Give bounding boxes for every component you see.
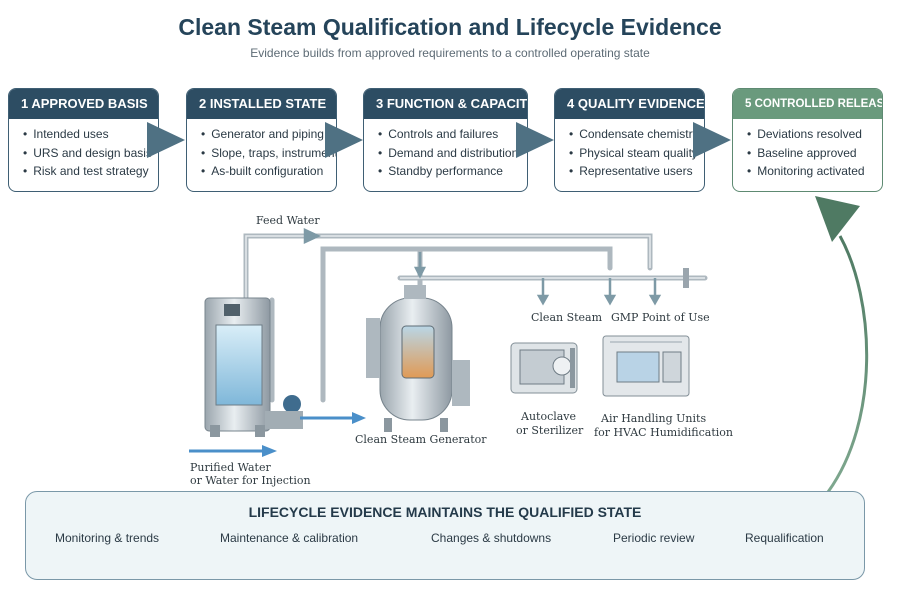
clean-steam-label: Clean Steam <box>531 311 603 324</box>
stage-arrow <box>147 122 185 158</box>
stage-item: URS and design basis <box>23 144 158 163</box>
stage-approved-basis: 1 APPROVED BASIS Intended uses URS and d… <box>8 88 159 192</box>
ahu-label: Air Handling Units <box>601 412 707 425</box>
stage-item: Generator and piping <box>201 125 336 144</box>
lifecycle-item: Changes & shutdowns <box>431 531 552 545</box>
autoclave-sub: or Sterilizer <box>516 424 584 437</box>
flow-arrow <box>262 445 277 457</box>
stage-title: 5 CONTROLLED RELEASE <box>733 89 882 119</box>
stage-installed-state: 2 INSTALLED STATE Generator and piping S… <box>186 88 337 192</box>
lifecycle-panel: LIFECYCLE EVIDENCE MAINTAINS THE QUALIFI… <box>25 491 865 580</box>
stage-item: As-built configuration <box>201 162 336 181</box>
purified-water-sub: or Water for Injection <box>190 474 311 487</box>
purified-water-label: Purified Water <box>190 461 271 474</box>
pump <box>283 395 301 413</box>
return-arrow <box>826 235 869 493</box>
stage-item: Controls and failures <box>378 125 527 144</box>
page-title: Clean Steam Qualification and Lifecycle … <box>178 14 722 40</box>
stage-arrow <box>693 122 731 158</box>
stage-item: Condensate chemistry <box>569 125 704 144</box>
feed-water-label: Feed Water <box>256 214 320 227</box>
flow-arrow <box>352 412 366 424</box>
autoclave <box>510 342 578 394</box>
stage-item: Monitoring activated <box>747 162 882 181</box>
stage-item: Physical steam quality <box>569 144 704 163</box>
gmp-point-label: GMP Point of Use <box>611 311 710 324</box>
lifecycle-title: LIFECYCLE EVIDENCE MAINTAINS THE QUALIFI… <box>248 504 642 520</box>
stage-quality-evidence: 4 QUALITY EVIDENCE Condensate chemistry … <box>554 88 705 192</box>
stage-title: 4 QUALITY EVIDENCE <box>555 89 704 119</box>
generator-label: Clean Steam Generator <box>355 433 487 446</box>
lifecycle-item: Requalification <box>745 531 824 545</box>
water-tank <box>204 297 271 437</box>
lifecycle-item: Monitoring & trends <box>55 531 160 545</box>
ahu-sub: for HVAC Humidification <box>594 426 733 439</box>
stage-item: Slope, traps, instrument <box>201 144 336 163</box>
autoclave-label: Autoclave <box>521 410 577 423</box>
stage-title: 1 APPROVED BASIS <box>9 89 158 119</box>
stage-function-capacity: 3 FUNCTION & CAPACITY Controls and failu… <box>363 88 528 192</box>
stage-item: Baseline approved <box>747 144 882 163</box>
stage-controlled-release: 5 CONTROLLED RELEASE Deviations resolved… <box>732 88 883 192</box>
stage-item: Intended uses <box>23 125 158 144</box>
lifecycle-item: Periodic review <box>613 531 695 545</box>
stage-item: Risk and test strategy <box>23 162 158 181</box>
stage-item: Representative users <box>569 162 704 181</box>
stage-item: Standby performance <box>378 162 527 181</box>
lifecycle-item: Maintenance & calibration <box>220 531 359 545</box>
stage-title: 3 FUNCTION & CAPACITY <box>364 89 527 119</box>
stage-arrow <box>516 122 554 158</box>
return-arrowhead <box>815 196 860 242</box>
air-handling-unit <box>602 335 690 397</box>
page-subtitle: Evidence builds from approved requiremen… <box>250 46 650 60</box>
stage-item: Demand and distribution <box>378 144 527 163</box>
stage-title: 2 INSTALLED STATE <box>187 89 336 119</box>
stage-arrow <box>325 122 363 158</box>
steam-generator <box>366 285 470 432</box>
steam-taps <box>303 228 662 306</box>
stage-item: Deviations resolved <box>747 125 882 144</box>
